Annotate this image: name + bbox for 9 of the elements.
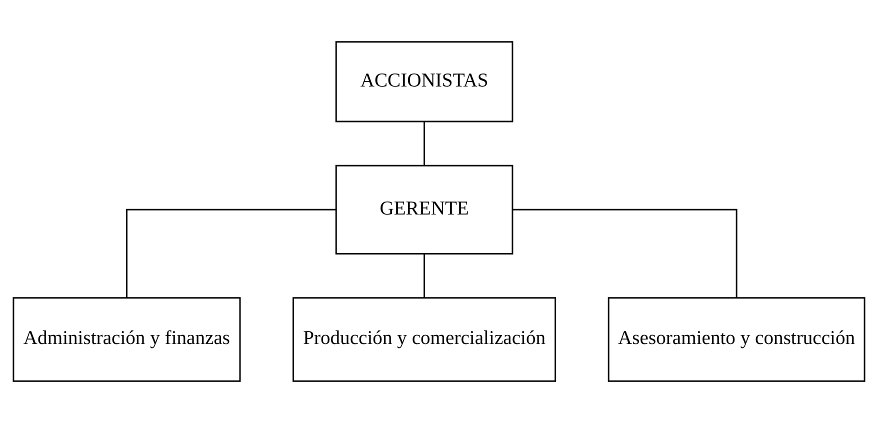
connector: [512, 208, 738, 298]
connector: [424, 254, 426, 298]
node-box: Asesoramiento y construcción: [608, 297, 866, 382]
node-box: Producción y comercialización: [292, 297, 556, 382]
connector: [424, 122, 426, 166]
node-box: GERENTE: [335, 164, 514, 254]
node-box: ACCIONISTAS: [335, 41, 514, 122]
connector: [126, 208, 336, 298]
node-box: Administración y finanzas: [12, 297, 241, 382]
